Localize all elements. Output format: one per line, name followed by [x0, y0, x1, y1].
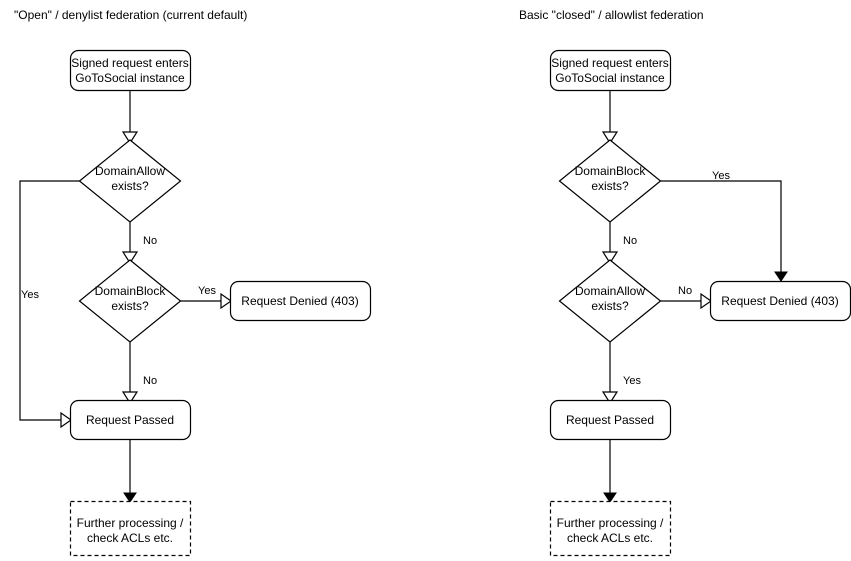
edge-domainallow-yes-to-passed: Yes: [19, 180, 80, 429]
node-further-processing-left: Further processing / check ACLs etc.: [69, 500, 192, 557]
edge-domainallow-yes-to-passed-right: Yes: [601, 342, 641, 405]
request-denied-label: Request Denied (403): [721, 294, 838, 308]
node-request-denied-left: Request Denied (403): [229, 280, 372, 322]
arrowhead-open-icon: [601, 131, 619, 145]
edge-label-domainblock-no: No: [623, 235, 637, 247]
domainallow-label-line1: DomainAllow: [95, 164, 165, 178]
edge-label-domainallow-no: No: [143, 235, 157, 247]
domainblock-label-line1: DomainBlock: [575, 164, 647, 178]
further-processing-label-line1: Further processing /: [557, 516, 664, 530]
arrowhead-open-icon: [121, 131, 139, 145]
further-processing-label-line1: Further processing /: [77, 516, 184, 530]
edge-start-to-domainblock-right: [601, 90, 619, 145]
start-box-label-line1: Signed request enters: [71, 56, 188, 70]
edge-passed-to-further-right: [603, 439, 617, 503]
diagram-title-closed-allowlist: Basic "closed" / allowlist federation: [519, 8, 704, 22]
node-start-right: Signed request enters GoToSocial instanc…: [549, 49, 672, 92]
start-box-label-line1: Signed request enters: [551, 56, 668, 70]
edge-domainblock-no-to-domainallow-right: No: [601, 222, 637, 265]
edge-domainallow-no-to-denied-right: No: [660, 285, 713, 310]
edge-start-to-domainallow: [121, 90, 139, 145]
domainallow-label-line1: DomainAllow: [575, 284, 645, 298]
edge-domainallow-no-to-domainblock: No: [121, 222, 157, 265]
node-request-passed-left: Request Passed: [69, 399, 192, 441]
further-processing-box-shape: [69, 500, 192, 557]
request-denied-label: Request Denied (403): [241, 294, 358, 308]
domainblock-label-line2: exists?: [111, 299, 149, 313]
diagram-open-denylist: "Open" / denylist federation (current de…: [14, 8, 372, 557]
edge-label-domainallow-no: No: [678, 285, 692, 297]
arrowhead-open-icon: [121, 251, 139, 265]
request-denied-box-shape: [229, 280, 372, 322]
domainblock-label-line2: exists?: [591, 179, 629, 193]
arrowhead-filled-icon: [603, 492, 617, 503]
domainallow-label-line2: exists?: [591, 299, 629, 313]
edge-label-domainallow-yes: Yes: [21, 289, 39, 301]
node-decision-domainallow-left: DomainAllow exists?: [78, 139, 182, 223]
request-passed-label: Request Passed: [566, 413, 654, 427]
edge-label-domainblock-yes: Yes: [198, 285, 216, 297]
node-start-left: Signed request enters GoToSocial instanc…: [69, 49, 192, 92]
arrowhead-filled-icon: [123, 492, 137, 503]
arrowhead-filled-icon: [774, 271, 788, 282]
node-decision-domainblock-left: DomainBlock exists?: [78, 259, 182, 343]
further-processing-label-line2: check ACLs etc.: [567, 531, 653, 545]
arrowhead-open-icon: [601, 391, 619, 405]
edge-passed-to-further-left: [123, 439, 137, 503]
node-request-passed-right: Request Passed: [549, 399, 672, 441]
further-processing-box-shape: [549, 500, 672, 557]
node-decision-domainallow-right: DomainAllow exists?: [558, 259, 662, 343]
arrowhead-open-icon: [220, 292, 233, 310]
diagram-closed-allowlist: Basic "closed" / allowlist federation Si…: [519, 8, 851, 557]
start-box-label-line2: GoToSocial instance: [75, 71, 185, 85]
further-processing-label-line2: check ACLs etc.: [87, 531, 173, 545]
edge-label-domainallow-yes: Yes: [623, 375, 641, 387]
start-box-label-line2: GoToSocial instance: [555, 71, 665, 85]
request-passed-label: Request Passed: [86, 413, 174, 427]
domainallow-label-line2: exists?: [111, 179, 149, 193]
edge-domainblock-yes-to-denied-right: Yes: [660, 170, 788, 282]
arrowhead-open-icon: [60, 411, 73, 429]
domainblock-label-line1: DomainBlock: [95, 284, 167, 298]
diagram-title-open-denylist: "Open" / denylist federation (current de…: [14, 8, 247, 22]
arrowhead-open-icon: [121, 391, 139, 405]
edge-label-domainblock-yes: Yes: [712, 170, 730, 182]
node-further-processing-right: Further processing / check ACLs etc.: [549, 500, 672, 557]
arrowhead-open-icon: [700, 292, 713, 310]
node-decision-domainblock-right: DomainBlock exists?: [558, 139, 662, 223]
arrowhead-open-icon: [601, 251, 619, 265]
edge-domainblock-no-to-passed: No: [121, 342, 157, 405]
node-request-denied-right: Request Denied (403): [709, 280, 851, 322]
edge-label-domainblock-no: No: [143, 375, 157, 387]
edge-domainblock-yes-to-denied: Yes: [180, 285, 233, 310]
